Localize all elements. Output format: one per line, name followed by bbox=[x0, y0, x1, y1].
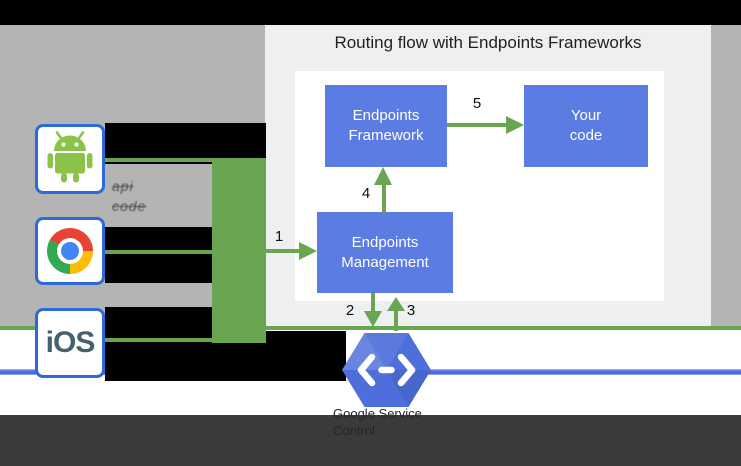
chrome-connector-line bbox=[105, 250, 215, 254]
flow-arrow-2-head bbox=[364, 311, 382, 327]
black-band bbox=[105, 227, 215, 283]
bottom-dark-bar bbox=[0, 415, 741, 466]
step-label-3: 3 bbox=[406, 302, 416, 319]
flow-arrow-4-head bbox=[374, 167, 392, 185]
black-band bbox=[105, 123, 266, 164]
chrome-icon-core bbox=[61, 242, 79, 260]
android-robot-icon bbox=[46, 130, 94, 188]
caption-google-service-control: Google Service Control bbox=[333, 405, 422, 439]
step-label-5: 5 bbox=[472, 95, 482, 112]
flow-arrow-3-head bbox=[387, 297, 405, 311]
ios-label: iOS bbox=[45, 326, 96, 359]
node-endpoints-management: Endpoints Management bbox=[317, 212, 453, 293]
flow-arrow-5-head bbox=[506, 116, 524, 134]
node-your-code: Your code bbox=[524, 85, 648, 167]
flow-arrow-5 bbox=[447, 123, 508, 127]
endpoints-hexagon-icon bbox=[342, 333, 431, 407]
flow-arrow-4 bbox=[382, 185, 386, 213]
black-band bbox=[105, 307, 215, 381]
android-connector-line bbox=[105, 158, 215, 162]
step-label-1: 1 bbox=[274, 228, 284, 245]
caption-line-2: Control bbox=[333, 423, 375, 438]
client-box-chrome bbox=[35, 217, 105, 285]
step-label-2: 2 bbox=[345, 302, 355, 319]
routing-flow-title: Routing flow with Endpoints Frameworks bbox=[334, 33, 642, 52]
green-trunk-bar bbox=[212, 158, 266, 343]
client-box-ios: iOS bbox=[35, 308, 105, 378]
request-flow-green-line bbox=[0, 326, 741, 330]
flow-arrow-3 bbox=[394, 309, 398, 331]
top-black-bar bbox=[0, 0, 741, 25]
faint-api-text: api bbox=[112, 178, 134, 194]
caption-line-1: Google Service bbox=[333, 406, 422, 421]
chrome-browser-icon bbox=[47, 228, 93, 274]
client-box-android bbox=[35, 124, 105, 194]
flow-arrow-1-head bbox=[299, 242, 317, 260]
flow-arrow-2 bbox=[371, 293, 375, 313]
step-label-4: 4 bbox=[361, 185, 371, 202]
node-endpoints-framework: Endpoints Framework bbox=[325, 85, 447, 167]
ios-connector-line bbox=[105, 338, 215, 342]
faint-code-text: code bbox=[112, 198, 147, 214]
flow-arrow-1 bbox=[266, 249, 301, 253]
